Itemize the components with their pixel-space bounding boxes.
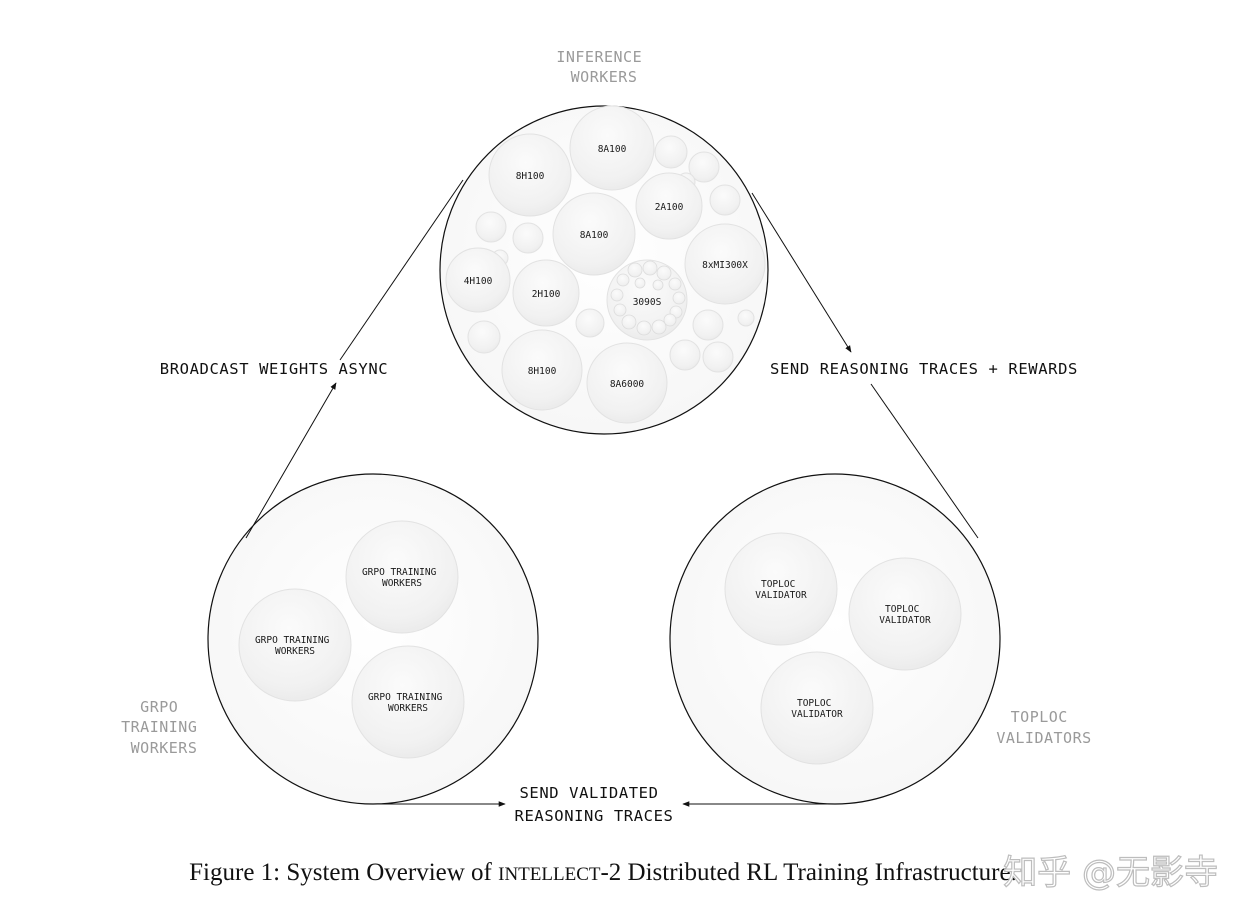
training-node-label: GRPO TRAINING WORKERS [368, 692, 448, 714]
validator-group-label: TOPLOC VALIDATORS [996, 708, 1091, 747]
validator-node: TOPLOC VALIDATOR [760, 651, 874, 765]
inference-node-label: 2H100 [532, 289, 561, 300]
validator-node-label: TOPLOC VALIDATOR [791, 698, 843, 720]
edge-send-validated-traces: SEND VALIDATED REASONING TRACES [373, 784, 835, 825]
training-node: GRPO TRAINING WORKERS [345, 520, 459, 634]
caption-suffix: -2 Distributed RL Training Infrastructur… [600, 859, 1016, 886]
inference-node: 8xMI300X [684, 223, 766, 305]
inference-node: 3090S [606, 259, 688, 341]
send-validated-label: SEND VALIDATED REASONING TRACES [515, 784, 674, 825]
inference-node-label: 8A100 [598, 144, 627, 155]
inference-node-label: 4H100 [464, 276, 493, 287]
inference-node: 8A100 [552, 192, 636, 276]
caption-prefix: Figure 1: System Overview of [189, 859, 498, 886]
inference-node-label: 3090S [633, 297, 662, 308]
send-traces-line-lower [870, 383, 979, 539]
watermark: 知乎 @无影寺 [1003, 853, 1218, 893]
caption-smallcaps: INTELLECT [498, 864, 601, 885]
send-reasoning-traces-label: SEND REASONING TRACES + REWARDS [770, 360, 1078, 378]
training-label-line-2: TRAINING [121, 718, 197, 736]
inference-node-label: 8A100 [580, 230, 609, 241]
training-group-label: GRPO TRAINING WORKERS [121, 698, 207, 757]
validator-node: TOPLOC VALIDATOR [724, 532, 838, 646]
edge-broadcast-weights: BROADCAST WEIGHTS ASYNC [160, 179, 464, 539]
validator-node-label: TOPLOC VALIDATOR [879, 604, 931, 626]
broadcast-line-upper [339, 179, 464, 361]
broadcast-arrow [245, 382, 337, 539]
training-label-line-1: GRPO [140, 698, 178, 716]
inference-node: 8A100 [569, 105, 655, 191]
inference-node-label: 8H100 [528, 366, 557, 377]
training-node: GRPO TRAINING WORKERS [238, 588, 352, 702]
inference-node-label: 8H100 [516, 171, 545, 182]
inference-node: 4H100 [445, 247, 511, 313]
inference-label-line-1: INFERENCE [556, 48, 642, 66]
inference-label-line-2: WORKERS [571, 68, 638, 86]
send-validated-line-1: SEND VALIDATED [520, 784, 659, 802]
validator-node-label: TOPLOC VALIDATOR [755, 579, 807, 601]
send-validated-line-2: REASONING TRACES [515, 807, 674, 825]
validator-label-line-1: TOPLOC [1011, 708, 1068, 726]
broadcast-weights-label: BROADCAST WEIGHTS ASYNC [160, 360, 388, 378]
inference-node-label: 8xMI300X [702, 260, 748, 271]
inference-node: 8A6000 [586, 342, 668, 424]
training-node-label: GRPO TRAINING WORKERS [362, 567, 442, 589]
inference-node: 2H100 [512, 259, 580, 327]
training-group: GRPO TRAINING WORKERS GRPO TRAINING WORK… [121, 473, 539, 805]
training-node-label: GRPO TRAINING WORKERS [255, 635, 335, 657]
send-traces-arrow [751, 192, 852, 353]
inference-node: 8H100 [488, 133, 572, 217]
training-node: GRPO TRAINING WORKERS [351, 645, 465, 759]
training-label-line-3: WORKERS [131, 739, 198, 757]
inference-node-label: 8A6000 [610, 379, 645, 390]
validator-group: TOPLOC VALIDATOR TOPLOC VALIDATOR TOPLOC… [669, 473, 1091, 805]
inference-node: 2A100 [635, 172, 703, 240]
edge-send-reasoning-traces: SEND REASONING TRACES + REWARDS [751, 192, 1078, 539]
inference-group-label: INFERENCE WORKERS [556, 48, 651, 86]
inference-node: 8H100 [501, 329, 583, 411]
inference-group: INFERENCE WORKERS 8A100 8H100 [439, 48, 769, 435]
figure-caption: Figure 1: System Overview of INTELLECT-2… [189, 859, 1017, 886]
validator-label-line-2: VALIDATORS [996, 729, 1091, 747]
validator-node: TOPLOC VALIDATOR [848, 557, 962, 671]
gpu-cluster-bubbles [610, 260, 686, 336]
inference-node-label: 2A100 [655, 202, 684, 213]
